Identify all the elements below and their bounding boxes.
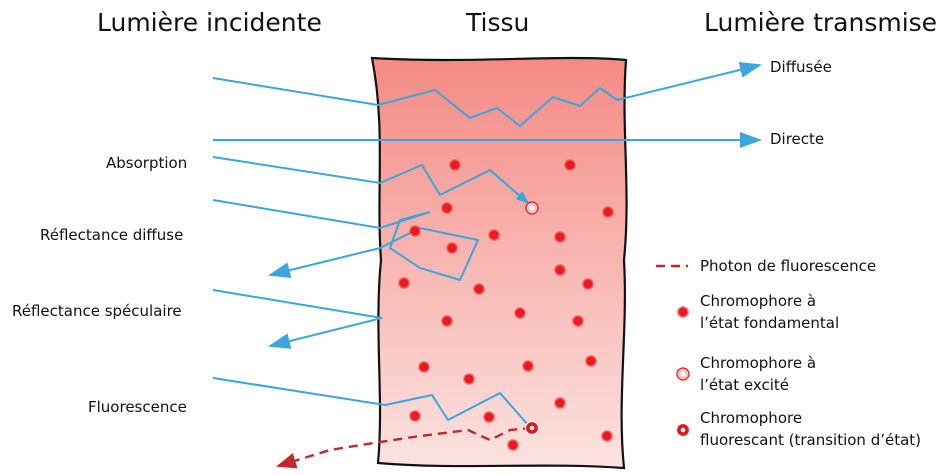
heading-incident-light: Lumière incidente [97, 8, 322, 37]
legend-fluor-line1: Chromophore [700, 408, 802, 428]
tissue-block [372, 58, 627, 468]
chromophore-ground [554, 397, 566, 409]
specular-reflectance-ray [213, 290, 382, 346]
chromophore-ground [554, 231, 566, 243]
legend-photon-label: Photon de fluorescence [700, 256, 876, 276]
label-absorption: Absorption [106, 153, 187, 173]
chromophore-ground [483, 411, 495, 423]
chromophore-ground [572, 315, 584, 327]
chromophore-ground [446, 242, 458, 254]
chromophore-fluorescing-core [530, 426, 535, 431]
chromophore-ground [473, 283, 485, 295]
heading-transmitted-light: Lumière transmise [704, 8, 937, 37]
label-scattered: Diffusée [770, 57, 832, 77]
chromophore-ground [585, 355, 597, 367]
legend-ground-symbol [677, 306, 689, 318]
legend-ground-line1: Chromophore à [700, 291, 816, 311]
chromophore-ground [418, 361, 430, 373]
chromophore-ground [564, 159, 576, 171]
chromophore-ground [522, 360, 534, 372]
chromophore-ground [409, 225, 421, 237]
chromophore-ground [463, 373, 475, 385]
chromophore-ground [441, 202, 453, 214]
label-specular-reflectance: Réflectance spéculaire [12, 301, 182, 321]
label-fluorescence: Fluorescence [88, 397, 187, 417]
legend-excited-line2: l’état excité [700, 375, 789, 395]
chromophore-ground [554, 264, 566, 276]
label-direct: Directe [770, 129, 824, 149]
label-diffuse-reflectance: Réflectance diffuse [40, 225, 183, 245]
legend-fluor-core [681, 428, 686, 433]
legend-fluor-line2: fluorescant (transition d’état) [700, 430, 921, 450]
chromophore-ground [582, 278, 594, 290]
chromophore-ground [601, 430, 613, 442]
chromophore-ground [507, 439, 519, 451]
legend-excited-line1: Chromophore à [700, 353, 816, 373]
chromophore-excited-core [530, 206, 535, 211]
chromophore-ground [449, 159, 461, 171]
legend-ground-line2: l’état fondamental [700, 313, 839, 333]
chromophore-ground [602, 206, 614, 218]
chromophore-ground [441, 315, 453, 327]
chromophore-ground [409, 410, 421, 422]
chromophore-ground [398, 277, 410, 289]
chromophore-ground [514, 307, 526, 319]
chromophore-ground [488, 229, 500, 241]
heading-tissue: Tissu [466, 8, 529, 37]
legend-excited-core [681, 372, 686, 377]
